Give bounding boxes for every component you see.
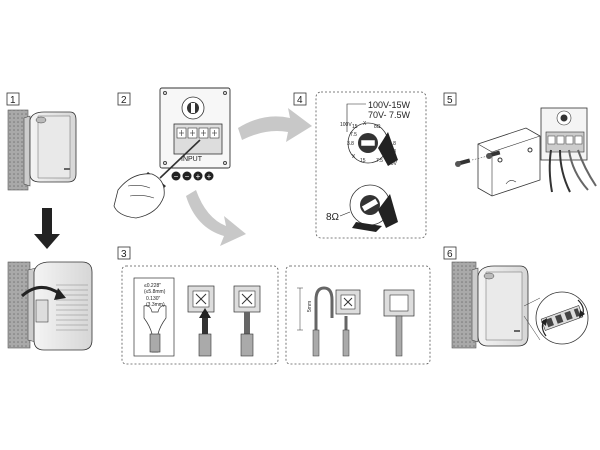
polarity-plus-1: + [196, 172, 201, 181]
arrow-to-step-3-icon [186, 190, 246, 246]
dial-top-8ohm: 8Ω [374, 124, 381, 130]
tap-setting-line-2: 70V- 7.5W [368, 110, 411, 120]
dial-top-3-8b: 3.8 [389, 149, 396, 155]
step-1-marker: 1 [6, 92, 20, 106]
step-4-dial-top: 100V-15W 70V- 7.5W 100V 15 7.5 X 8Ω 3.8 … [340, 100, 411, 167]
spade-inner-in: 0.130" [146, 296, 161, 302]
step-6-zoom-callout [523, 291, 589, 345]
step-2-hand-screwdriver [113, 139, 201, 219]
step-5-marker: 5 [443, 92, 457, 106]
dial-top-70v: 70V [388, 161, 398, 167]
polarity-minus-2: − [185, 172, 190, 181]
dial-top-x: X [363, 121, 367, 127]
step-2-number: 2 [121, 95, 127, 106]
dial-top-15: 15 [352, 124, 358, 130]
step-1-number: 1 [10, 95, 16, 106]
step-3-wire-insert [335, 289, 361, 357]
polarity-plus-2: + [207, 172, 212, 181]
step-3-wire-fixed [383, 289, 415, 357]
step-3-marker: 3 [117, 246, 131, 260]
spade-width-in: ≤0.228" [144, 283, 161, 289]
step-6-number: 6 [447, 249, 453, 260]
spade-inner-mm: (3.3mm) [146, 302, 165, 308]
step-4-marker: 4 [293, 92, 307, 106]
step-1-speaker-mounted [7, 109, 77, 191]
step-4-panel [315, 91, 427, 239]
step-1-down-arrow-icon [34, 208, 60, 249]
step-3-right-panel [285, 265, 431, 365]
dial-top-15b: 15 [360, 158, 366, 164]
step-5-number: 5 [447, 95, 453, 106]
step-5-terminal-wired [540, 107, 597, 193]
step-3-number: 3 [121, 249, 127, 260]
strip-length-label: 5mm [307, 301, 313, 312]
step-2-polarity-signs: − − + + [171, 171, 214, 181]
impedance-8ohm-label: 8Ω [326, 212, 340, 223]
step-5-screws-icon [455, 150, 501, 167]
step-3-left-panel [121, 265, 279, 365]
dial-top-7-5: 7.5 [350, 132, 357, 138]
step-5-cover-plate [477, 127, 541, 197]
step-1-speaker-rotate [7, 261, 93, 351]
step-6-marker: 6 [443, 246, 457, 260]
step-4-dial-bottom: 8Ω [326, 184, 398, 232]
dial-top-7-5b: 7.5 [376, 158, 383, 164]
step-2-terminal-plate: INPUT [159, 87, 231, 169]
step-3-spade-terminal: ≤0.228" (≤5.8mm) 0.130" (3.3mm) [133, 277, 175, 357]
step-2-marker: 2 [117, 92, 131, 106]
dial-top-x2: X [352, 154, 356, 160]
spade-width-mm: (≤5.8mm) [144, 289, 166, 295]
dial-top-100v: 100V [340, 122, 352, 128]
arrow-to-step-4-icon [238, 108, 312, 142]
dial-top-3-8: 3.8 [347, 141, 354, 147]
dial-top-1-8: 1.8 [389, 141, 396, 147]
step-4-number: 4 [297, 95, 303, 106]
step-3-bare-wire: 5mm [297, 286, 334, 357]
tap-setting-line-1: 100V-15W [368, 100, 411, 110]
step-6-speaker-final [451, 261, 529, 349]
step-3-spade-fixed [233, 285, 261, 357]
polarity-minus-1: − [174, 172, 179, 181]
input-terminal-label: INPUT [181, 156, 203, 163]
step-3-spade-insert [187, 285, 215, 357]
